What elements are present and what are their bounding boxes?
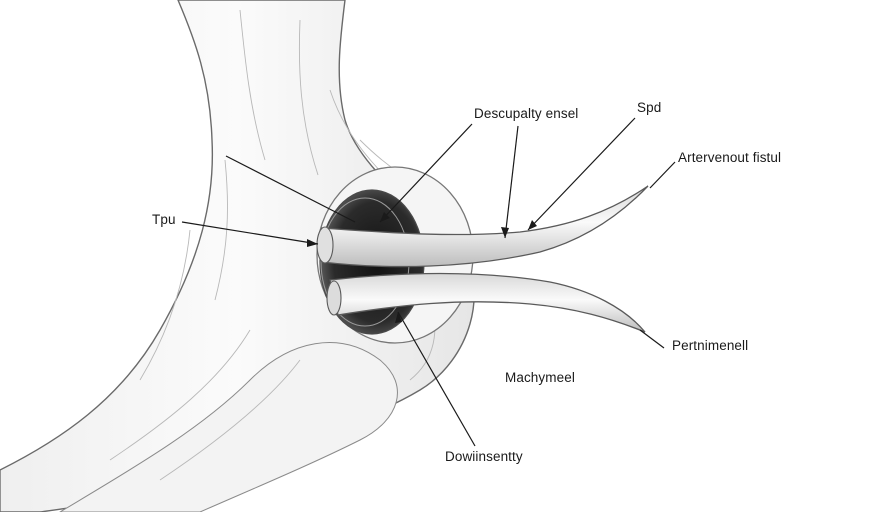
upper-vessel-mouth	[316, 226, 334, 264]
lower-vessel-mouth	[326, 280, 342, 316]
shading-strokes	[109, 9, 436, 481]
label-spd: Spd	[637, 100, 662, 115]
leader-left-diagonal	[225, 155, 356, 223]
leader-descupalty	[379, 123, 473, 223]
lower-vessel	[329, 272, 646, 333]
leader-arrowheads	[307, 212, 537, 323]
label-dowiinsentty: Dowiinsentty	[445, 449, 523, 464]
leader-spd-b	[527, 117, 636, 231]
leader-arterial	[649, 161, 676, 189]
leader-lines	[181, 117, 676, 447]
label-tpu: Tpu	[152, 212, 176, 227]
upper-vessel	[321, 185, 649, 268]
label-pertnimenell: Pertnimenell	[672, 338, 749, 353]
label-artervenout-fistul: Artervenout fistul	[678, 150, 782, 165]
tissue-lower-fold	[59, 342, 398, 512]
leader-dowiinsentty	[397, 311, 476, 447]
leader-tpu	[181, 221, 319, 245]
leader-pertnimenell	[639, 329, 665, 349]
label-machymeel: Machymeel	[505, 370, 575, 385]
label-descupalty-ensel: Descupalty ensel	[474, 106, 579, 121]
leader-spd-a	[504, 125, 519, 239]
